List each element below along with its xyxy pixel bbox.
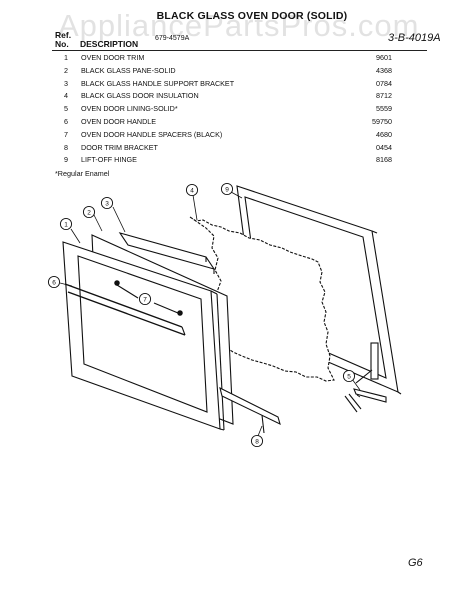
ref-number: 1: [64, 53, 68, 62]
parts-list: 1 OVEN DOOR TRIM 9601 2 BLACK GLASS PANE-SO…: [52, 53, 392, 168]
lift-off-hinge-drawing: [344, 342, 387, 413]
callout-7-label: 7: [143, 296, 147, 303]
header-divider: [52, 50, 427, 51]
ref-number: 3: [64, 78, 68, 88]
parts-row: 8 DOOR TRIM BRACKET 0454: [52, 143, 392, 156]
parts-row: 4 BLACK GLASS DOOR INSULATION 8712: [52, 91, 392, 104]
part-description: OVEN DOOR HANDLE SPACERS (Black): [81, 129, 223, 139]
part-number: 5559: [376, 104, 392, 114]
part-number: 0454: [376, 142, 392, 152]
callout-2-label: 2: [87, 209, 91, 216]
parts-row: 6 OVEN DOOR HANDLE 59750: [52, 117, 392, 130]
callout-1: [59, 217, 73, 231]
callout-5: [342, 369, 356, 383]
exploded-view-diagram: 1 2 3 4 5 6 7 8 9: [47, 182, 402, 448]
page-title: BLACK GLASS OVEN DOOR (SOLID): [156, 10, 348, 22]
part-number: 0784: [376, 78, 392, 88]
callout-8-label: 8: [255, 438, 259, 445]
page-corner-mark: G6: [408, 557, 423, 569]
callout-4: [185, 183, 199, 197]
oven-handle-drawing: [64, 283, 186, 336]
ref-number: 9: [64, 155, 68, 165]
parts-row: 5 OVEN DOOR LINING-SOLID* 5559: [52, 104, 392, 117]
model-number: 679-4579A: [155, 35, 190, 42]
callout-6-label: 6: [52, 279, 56, 286]
part-description: OVEN DOOR HANDLE: [81, 116, 157, 126]
callout-leaders: [59, 191, 361, 437]
part-description: BLACK GLASS HANDLE SUPPORT BRACKET: [81, 78, 235, 88]
sheet-number: 3-B-4019A: [388, 32, 441, 44]
ref-header-line2: No.: [55, 39, 69, 49]
callout-4-label: 4: [190, 187, 194, 194]
parts-row: 9 LIFT-OFF HINGE 8168: [52, 155, 392, 168]
callout-3: [100, 196, 114, 210]
part-description: LIFT-OFF HINGE: [81, 155, 137, 165]
callout-5-label: 5: [347, 373, 351, 380]
callout-6: [47, 275, 61, 289]
part-number: 59750: [372, 116, 392, 126]
handle-support-bracket-drawing: [118, 232, 216, 274]
callout-9: [220, 182, 234, 196]
footnote: *Regular Enamel: [55, 169, 110, 178]
part-number: 4680: [376, 129, 392, 139]
parts-row: 7 OVEN DOOR HANDLE SPACERS (Black) 4680: [52, 130, 392, 143]
callout-1-label: 1: [64, 221, 68, 228]
ref-number: 4: [64, 91, 68, 101]
callout-2: [82, 205, 96, 219]
ref-number: 5: [64, 104, 68, 114]
ref-number: 8: [64, 142, 68, 152]
part-description: OVEN DOOR TRIM: [81, 53, 145, 62]
callout-8: [250, 434, 264, 448]
part-description: BLACK GLASS PANE-SOLID: [81, 65, 176, 75]
handle-spacers-drawing: [114, 280, 183, 316]
trim-bracket-drawing: [219, 386, 281, 434]
callout-9-label: 9: [225, 186, 229, 193]
part-description: BLACK GLASS DOOR INSULATION: [81, 91, 199, 101]
door-trim-frame-drawing: [62, 241, 225, 431]
part-number: 9601: [376, 53, 392, 62]
parts-row: 2 BLACK GLASS PANE-SOLID 4368: [52, 66, 392, 79]
ref-number: 2: [64, 65, 68, 75]
part-description: OVEN DOOR LINING-SOLID*: [81, 104, 178, 114]
parts-row: 3 BLACK GLASS HANDLE SUPPORT BRACKET 0784: [52, 79, 392, 92]
part-number: 8712: [376, 91, 392, 101]
ref-header-line1: Ref.: [55, 30, 72, 40]
ref-number: 7: [64, 129, 68, 139]
callout-markers: [47, 182, 356, 448]
callout-7: [138, 292, 152, 306]
part-number: 8168: [376, 155, 392, 165]
callout-3-label: 3: [105, 200, 109, 207]
parts-row: 1 OVEN DOOR TRIM 9601: [52, 53, 392, 66]
ref-number: 6: [64, 116, 68, 126]
part-description: DOOR TRIM BRACKET: [81, 142, 158, 152]
part-number: 4368: [376, 65, 392, 75]
description-header: DESCRIPTION: [80, 39, 139, 49]
